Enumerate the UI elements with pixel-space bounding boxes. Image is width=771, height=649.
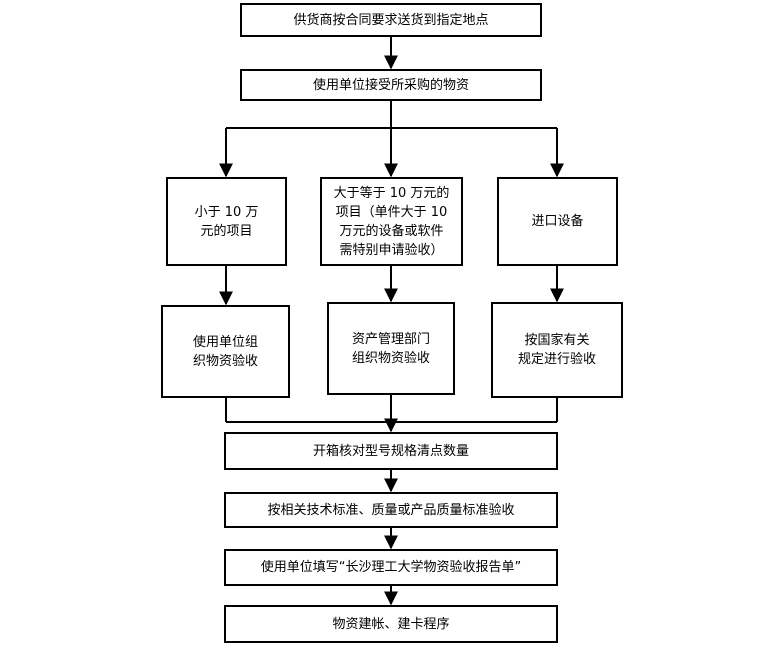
branch-3-action: 按国家有关 规定进行验收: [491, 302, 623, 398]
branch-2-condition-line-1: 大于等于 10 万元的: [333, 185, 450, 201]
step-standards: 按相关技术标准、质量或产品质量标准验收: [224, 492, 558, 528]
step-report-text: 使用单位填写“长沙理工大学物资验收报告单”: [260, 560, 522, 575]
step-receive-text: 使用单位接受所采购的物资: [312, 77, 469, 93]
step-receive: 使用单位接受所采购的物资: [240, 69, 542, 101]
branch-2-action-line-2: 组织物资验收: [351, 350, 430, 366]
branch-1-action-line-2: 织物资验收: [192, 353, 258, 369]
branch-2-condition: 大于等于 10 万元的 项目（单件大于 10 万元的设备或软件 需特别申请验收）: [320, 177, 463, 266]
branch-3-action-line-1: 按国家有关: [524, 333, 590, 348]
branch-3-action-line-2: 规定进行验收: [517, 352, 596, 367]
branch-1-condition: 小于 10 万 元的项目: [166, 177, 287, 266]
step-report: 使用单位填写“长沙理工大学物资验收报告单”: [224, 549, 558, 586]
branch-3-condition: 进口设备: [497, 177, 618, 266]
step-delivery-text: 供货商按合同要求送货到指定地点: [293, 12, 489, 28]
branch-1-condition-line-2: 元的项目: [200, 223, 253, 239]
branch-1-action-line-1: 使用单位组: [192, 334, 258, 350]
branch-2-condition-line-3: 万元的设备或软件: [339, 223, 444, 239]
branch-1-condition-line-1: 小于 10 万: [194, 204, 259, 220]
branch-2-action-line-1: 资产管理部门: [351, 331, 430, 347]
step-unpack: 开箱核对型号规格清点数量: [224, 432, 558, 470]
branch-2-condition-line-4: 需特别申请验收）: [339, 242, 444, 258]
step-delivery: 供货商按合同要求送货到指定地点: [240, 3, 542, 37]
step-unpack-text: 开箱核对型号规格清点数量: [312, 443, 469, 459]
step-accounting-text: 物资建帐、建卡程序: [332, 616, 450, 632]
branch-3-condition-line-1: 进口设备: [531, 214, 584, 229]
step-accounting: 物资建帐、建卡程序: [224, 605, 558, 643]
branch-2-condition-line-2: 项目（单件大于 10: [335, 204, 448, 220]
branch-2-action: 资产管理部门 组织物资验收: [327, 302, 455, 395]
step-standards-text: 按相关技术标准、质量或产品质量标准验收: [267, 502, 515, 518]
branch-1-action: 使用单位组 织物资验收: [161, 305, 290, 398]
